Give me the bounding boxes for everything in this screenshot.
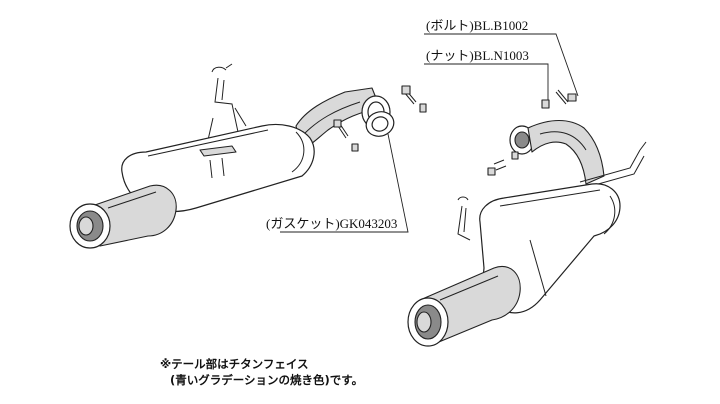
gasket-leader <box>280 133 409 233</box>
right-fasteners <box>487 89 577 176</box>
leader-lines <box>280 33 579 233</box>
left-tail-pipe <box>69 184 177 249</box>
note-line-1: ※テール部はチタンフェイス <box>160 357 309 371</box>
right-hanger-bracket <box>457 196 471 241</box>
right-inlet-flange <box>509 125 535 155</box>
bolt-part-label: (ボルト)BL.B1002 <box>426 18 528 33</box>
gasket-part-label: (ガスケット)GK043203 <box>266 216 397 231</box>
bolt-leader <box>424 33 579 97</box>
left-fasteners <box>333 85 427 152</box>
right-hanger-rod <box>579 141 647 189</box>
left-hanger-bracket <box>207 63 247 141</box>
right-muffler-assembly <box>407 89 647 347</box>
right-tail-pipe <box>407 266 521 347</box>
note-line-2: (青いグラデーションの焼き色)です。 <box>170 373 363 387</box>
left-outlet-flange <box>361 95 395 137</box>
left-muffler-can <box>121 123 315 213</box>
right-inlet-pipe <box>527 119 605 185</box>
left-muffler-assembly <box>69 63 427 249</box>
nut-leader <box>424 63 549 100</box>
nut-part-label: (ナット)BL.N1003 <box>426 48 529 63</box>
